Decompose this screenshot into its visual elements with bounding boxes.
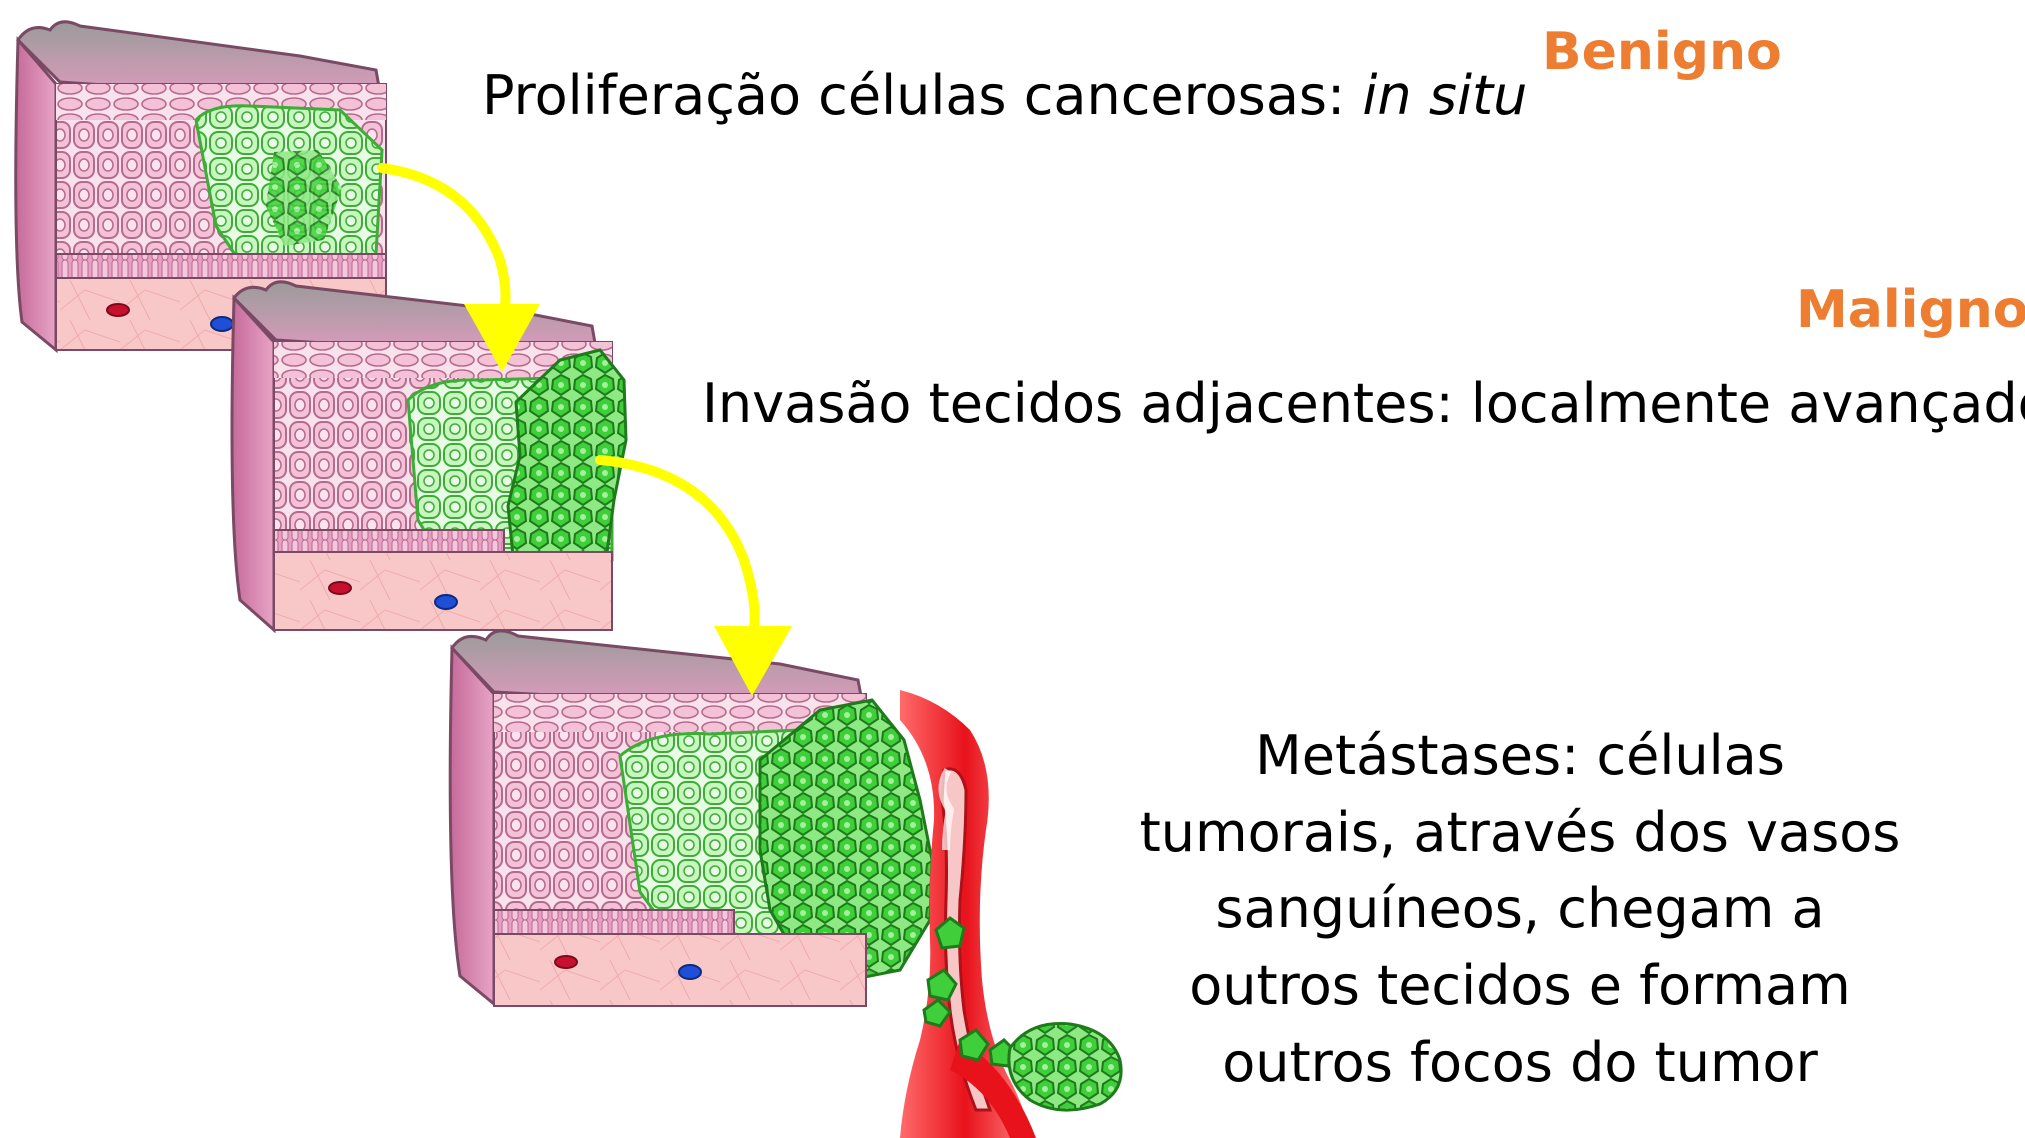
block-side-face	[232, 298, 274, 630]
red-blood-cell	[107, 304, 129, 316]
secondary-tumor-focus	[1009, 1024, 1121, 1111]
basement-membrane	[274, 530, 504, 552]
tissue-block-metastasis	[450, 631, 932, 1006]
stage-1-label: Proliferação células cancerosas: in situ	[482, 64, 1527, 129]
blue-cell	[679, 965, 701, 979]
malign-badge: Maligno	[1796, 280, 2025, 340]
stage-1-text: Proliferação células cancerosas:	[482, 64, 1345, 127]
block-side-face	[16, 40, 56, 350]
stage-2-label: Invasão tecidos adjacentes: localmente a…	[702, 372, 2025, 437]
red-blood-cell	[555, 956, 577, 968]
stage-1-emphasis: in situ	[1362, 64, 1527, 127]
tissue-block-invasion	[232, 282, 626, 630]
stroma	[274, 552, 612, 630]
block-side-face	[450, 648, 494, 1004]
basement-membrane	[56, 254, 386, 278]
stage-3-label: Metástases: células tumorais, através do…	[1130, 718, 1910, 1101]
basement-membrane	[494, 910, 734, 934]
blue-cell	[211, 317, 233, 331]
blue-cell	[435, 595, 457, 609]
arrow-stage2-to-stage3	[600, 460, 755, 640]
red-blood-cell	[329, 582, 351, 594]
benign-badge: Benigno	[1542, 22, 1782, 82]
